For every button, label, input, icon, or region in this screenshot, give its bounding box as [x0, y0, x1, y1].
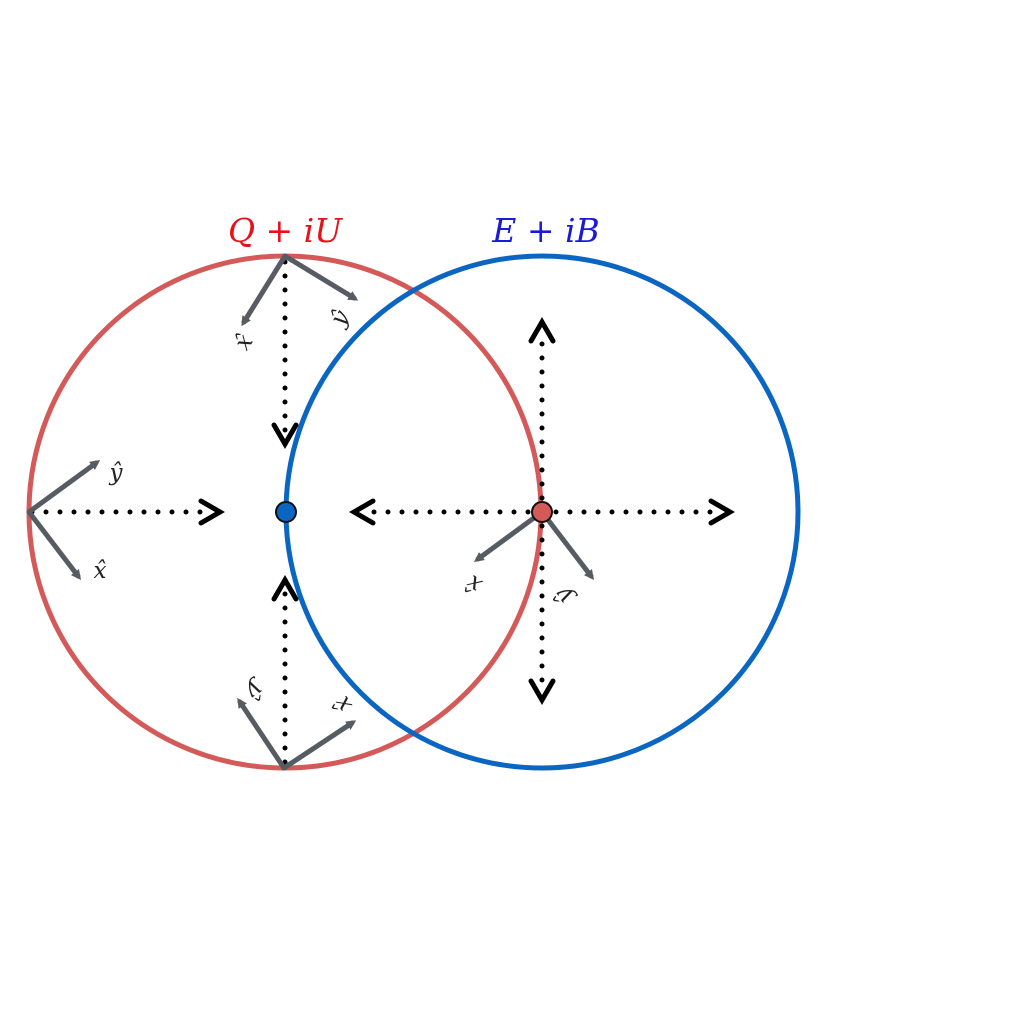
dotted-arrow-head-right — [198, 498, 225, 526]
basis-vector-arrow — [539, 509, 595, 580]
dotted-arrow-head-down — [271, 422, 299, 449]
qu-center-dot — [531, 501, 553, 523]
y-hat-label: ŷ — [549, 582, 579, 609]
eb-title: E + iB — [491, 211, 600, 250]
qu-title: Q + iU — [228, 211, 343, 250]
eb-origin-dot — [275, 501, 297, 523]
basis-vector-arrow — [473, 509, 545, 562]
dotted-arrow-head-up — [271, 575, 299, 602]
qu-field-arrows — [29, 259, 299, 765]
basis-vector-arrow — [282, 253, 359, 301]
y-hat-label: ŷ — [241, 675, 268, 705]
basis-vector-arrow — [26, 509, 82, 580]
basis-vector-arrow — [241, 253, 288, 327]
x-hat-label: x̂ — [461, 569, 486, 598]
dotted-arrow-head-left — [349, 498, 376, 526]
x-hat-label: x̂ — [230, 330, 259, 355]
y-hat-label: ŷ — [109, 460, 124, 486]
dotted-arrow-head-right — [708, 498, 735, 526]
dotted-arrow-head-up — [528, 317, 556, 344]
basis-vector-arrow — [281, 720, 357, 771]
basis-vector-arrow — [237, 697, 287, 771]
basis-vector-arrow — [26, 460, 101, 515]
y-hat-label: ŷ — [325, 305, 355, 331]
dotted-arrow-head-down — [528, 678, 556, 705]
basis-vectors — [26, 253, 595, 771]
eb-field-arrows — [349, 317, 735, 705]
x-hat-label: x̂ — [94, 558, 107, 584]
x-hat-label: x̂ — [329, 691, 358, 716]
